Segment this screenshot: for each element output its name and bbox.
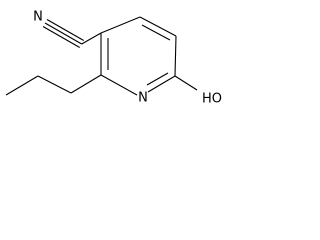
ring-bond-n1-c2 xyxy=(100,74,138,96)
nitrile-group: N xyxy=(33,10,102,48)
nitrile-triple-bond-line-1 xyxy=(44,22,82,45)
ring-bond-c4-c5-inner xyxy=(141,24,171,41)
nitrile-triple-bond-line-3 xyxy=(42,26,80,48)
ring-nitrogen-label: N xyxy=(138,91,148,106)
ch2-to-ch3-bond xyxy=(5,75,39,96)
ring-bond-c3-c4 xyxy=(100,16,141,34)
ring-to-oxygen-bond xyxy=(70,74,102,94)
ring-bond-c5-c6 xyxy=(174,35,177,77)
chemical-structure-diagram: N N HO xyxy=(5,10,222,107)
ring-to-nitrile-bond xyxy=(81,32,102,45)
ring-bond-c6-n1-inner xyxy=(146,72,169,86)
ring-to-hydroxy-bond xyxy=(174,75,198,91)
ring-bond-c4-c5 xyxy=(139,16,177,37)
ring-bond-c6-n1 xyxy=(147,75,176,93)
nitrile-nitrogen-label: N xyxy=(33,10,43,25)
oxygen-to-ch2-bond xyxy=(37,75,72,94)
nitrile-triple-bond-line-2 xyxy=(46,19,84,41)
hydroxy-label: HO xyxy=(202,92,222,107)
ethoxy-group xyxy=(5,74,102,96)
pyridine-ring: N xyxy=(100,16,177,106)
hydroxy-group: HO xyxy=(174,75,222,107)
